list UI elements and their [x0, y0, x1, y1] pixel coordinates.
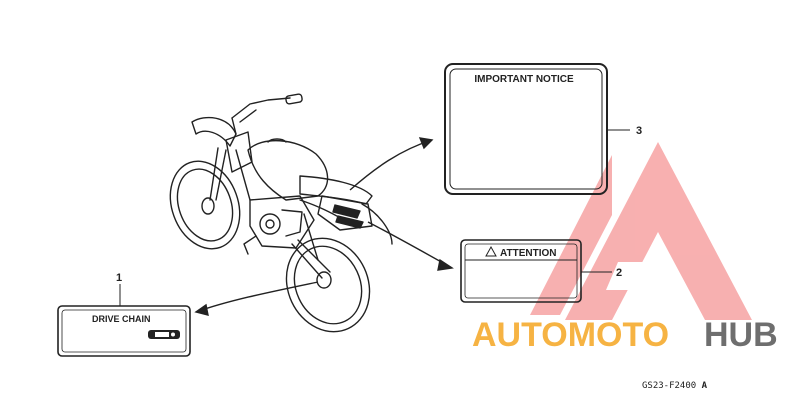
watermark-logo [530, 142, 752, 320]
warning-triangle-icon [485, 245, 497, 257]
drive-chain-title: DRIVE CHAIN [92, 314, 151, 324]
important-notice-title: IMPORTANT NOTICE [474, 74, 574, 85]
callout-number-3: 3 [636, 125, 642, 137]
pointer-arrows [194, 137, 454, 316]
chain-adjuster-icon [148, 330, 180, 339]
arrow-to-drive-chain [195, 281, 319, 313]
attention-title: ATTENTION [500, 248, 556, 259]
callout-number-1: 1 [116, 272, 122, 284]
arrow-to-notice [349, 139, 433, 191]
watermark-text-secondary: HUB [704, 316, 778, 354]
drive-chain-label: DRIVE CHAIN 1 [57, 272, 191, 357]
front-wheel [169, 160, 241, 250]
callout-number-2: 2 [616, 267, 622, 279]
watermark-text: AUTOMOTO HUB [472, 316, 778, 354]
watermark-text-primary: AUTOMOTO [472, 316, 669, 354]
rear-wheel [285, 237, 371, 333]
motorcycle-illustration [169, 93, 393, 333]
important-notice-label: IMPORTANT NOTICE 3 [444, 63, 642, 195]
attention-label: ATTENTION 2 [460, 239, 622, 303]
diagram-code-suffix: A [702, 381, 708, 391]
diagram-code: GS23-F2400 A [642, 381, 708, 391]
